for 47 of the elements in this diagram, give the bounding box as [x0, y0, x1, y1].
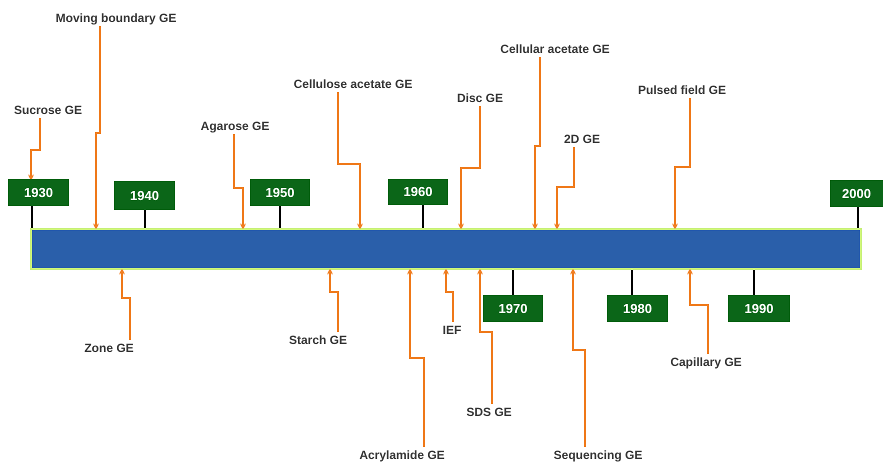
tick-line: [857, 207, 859, 228]
year-box: 1990: [728, 295, 790, 322]
technique-label: Moving boundary GE: [56, 10, 176, 26]
leader-arrow: [476, 268, 493, 404]
year-box: 1980: [607, 295, 668, 322]
leader-arrow: [672, 98, 691, 230]
technique-label: Agarose GE: [200, 118, 270, 134]
year-box: 1950: [250, 179, 310, 206]
technique-label: Starch GE: [288, 332, 348, 348]
leader-arrow: [554, 147, 575, 230]
year-box: 1970: [483, 295, 543, 322]
technique-label: Cellulose acetate GE: [294, 76, 412, 92]
technique-label: Sequencing GE: [554, 447, 642, 463]
technique-label: Acrylamide GE: [359, 447, 445, 463]
leader-arrow: [337, 92, 364, 230]
year-box: 2000: [830, 180, 883, 207]
technique-label: Cellular acetate GE: [500, 41, 610, 57]
tick-line: [31, 206, 33, 228]
leader-arrow: [532, 57, 541, 230]
tick-line: [279, 206, 281, 228]
technique-label: SDS GE: [466, 404, 512, 420]
tick-line: [631, 270, 633, 295]
leader-arrow: [570, 268, 586, 447]
technique-label: Pulsed field GE: [638, 82, 726, 98]
leader-arrow: [406, 268, 425, 447]
leader-arrow: [92, 26, 101, 230]
technique-label: IEF: [442, 322, 462, 338]
leader-arrow: [233, 134, 246, 230]
year-box: 1930: [8, 179, 69, 206]
tick-line: [144, 210, 146, 228]
leader-arrow: [28, 118, 41, 180]
technique-label: 2D GE: [564, 131, 600, 147]
year-box: 1960: [388, 179, 448, 205]
technique-label: Capillary GE: [670, 354, 742, 370]
timeline-bar: [30, 228, 862, 270]
technique-label: Disc GE: [456, 90, 504, 106]
leader-arrow: [458, 106, 481, 230]
tick-line: [512, 270, 514, 295]
leader-arrow: [686, 268, 709, 354]
tick-line: [753, 270, 755, 295]
leader-arrow: [118, 268, 131, 340]
leader-arrow: [326, 268, 339, 332]
technique-label: Zone GE: [84, 340, 134, 356]
leader-arrow: [442, 268, 454, 322]
tick-line: [422, 205, 424, 228]
year-box: 1940: [114, 181, 175, 210]
technique-label: Sucrose GE: [14, 102, 82, 118]
